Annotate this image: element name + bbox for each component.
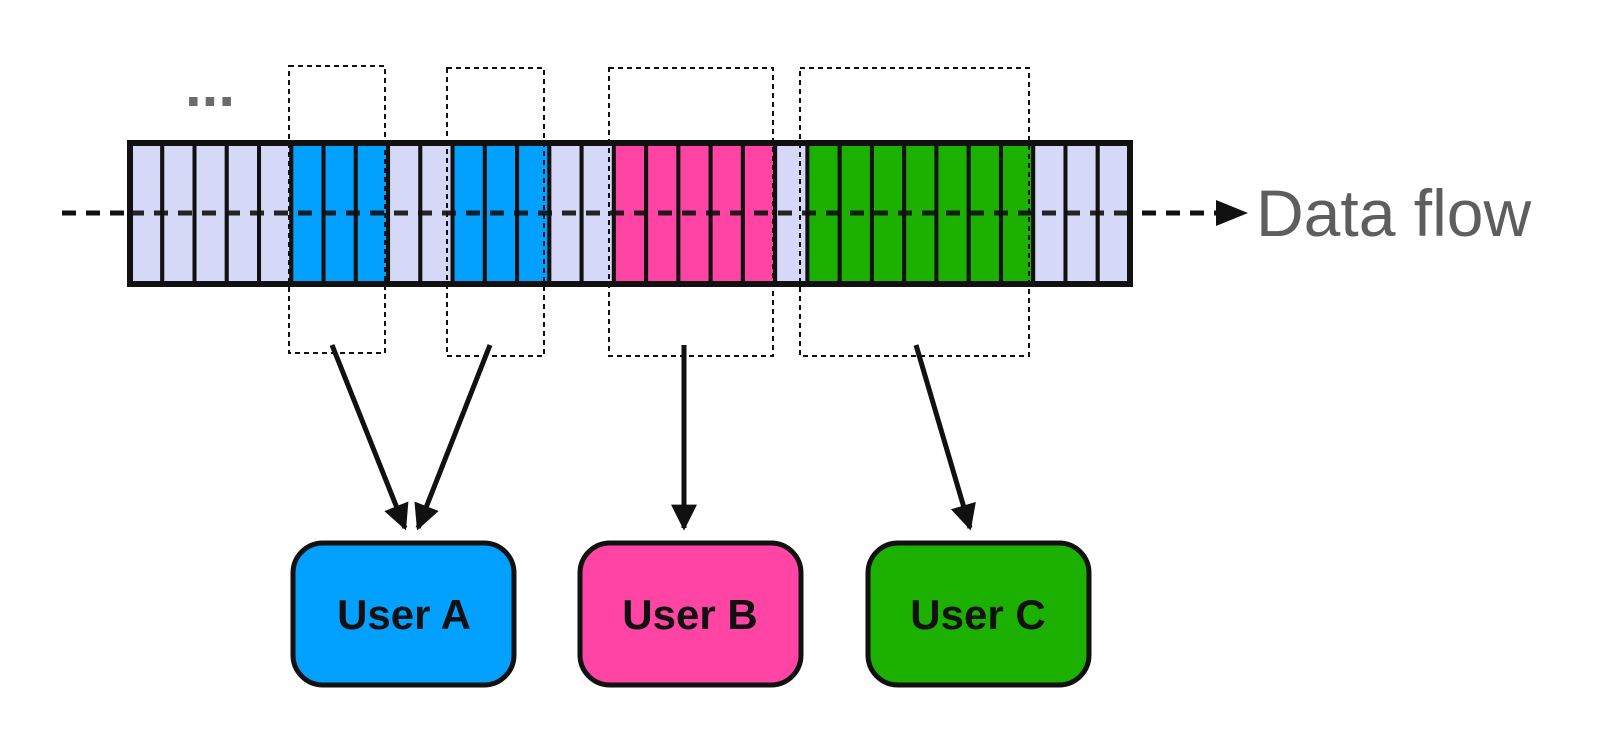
window-user-c <box>799 67 1030 357</box>
data-flow-arrowhead <box>1216 200 1248 226</box>
user-a-box: User A <box>290 540 517 688</box>
user-c-box: User C <box>865 540 1092 688</box>
user-b-label: User B <box>622 591 757 638</box>
window-user-a-1 <box>288 65 386 354</box>
ellipsis-text: ... <box>185 52 235 119</box>
user-b-box: User B <box>577 540 804 688</box>
user-c-label: User C <box>910 591 1045 638</box>
user-a-label: User A <box>337 591 471 638</box>
window-user-b <box>608 67 774 357</box>
arrow-window-a1-to-user-a <box>329 344 409 531</box>
data-stream <box>127 140 1133 287</box>
arrow-window-a2-to-user-a <box>414 344 493 531</box>
arrow-window-c-to-user-c <box>913 344 976 531</box>
data-flow-label: Data flow <box>1256 176 1531 250</box>
window-user-a-2 <box>446 67 545 357</box>
